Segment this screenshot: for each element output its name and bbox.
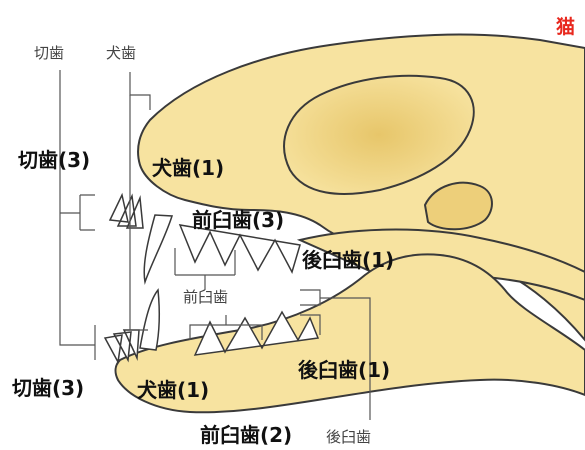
upper-premolar-teeth xyxy=(180,225,300,272)
upper-canine-tooth xyxy=(144,215,172,282)
upper-canine-label: 犬歯(1) xyxy=(152,158,224,178)
premolar-group-label: 前臼歯 xyxy=(183,290,228,305)
lower-canine-tooth xyxy=(140,290,159,350)
header-incisor-label: 切歯 xyxy=(34,46,64,61)
upper-incisor-label: 切歯(3) xyxy=(18,150,90,170)
header-canine-label: 犬歯 xyxy=(106,46,136,61)
bottom-molar-header-label: 後臼歯 xyxy=(326,430,371,445)
upper-premolar-label: 前臼歯(3) xyxy=(192,210,284,230)
page-title: 猫 xyxy=(556,18,575,37)
lower-premolar-label: 前臼歯(2) xyxy=(200,425,292,445)
upper-molar-label: 後臼歯(1) xyxy=(302,250,394,270)
lower-incisor-label: 切歯(3) xyxy=(12,378,84,398)
lower-molar-label: 後臼歯(1) xyxy=(298,360,390,380)
upper-incisor-teeth xyxy=(110,195,143,228)
lower-canine-label: 犬歯(1) xyxy=(137,380,209,400)
